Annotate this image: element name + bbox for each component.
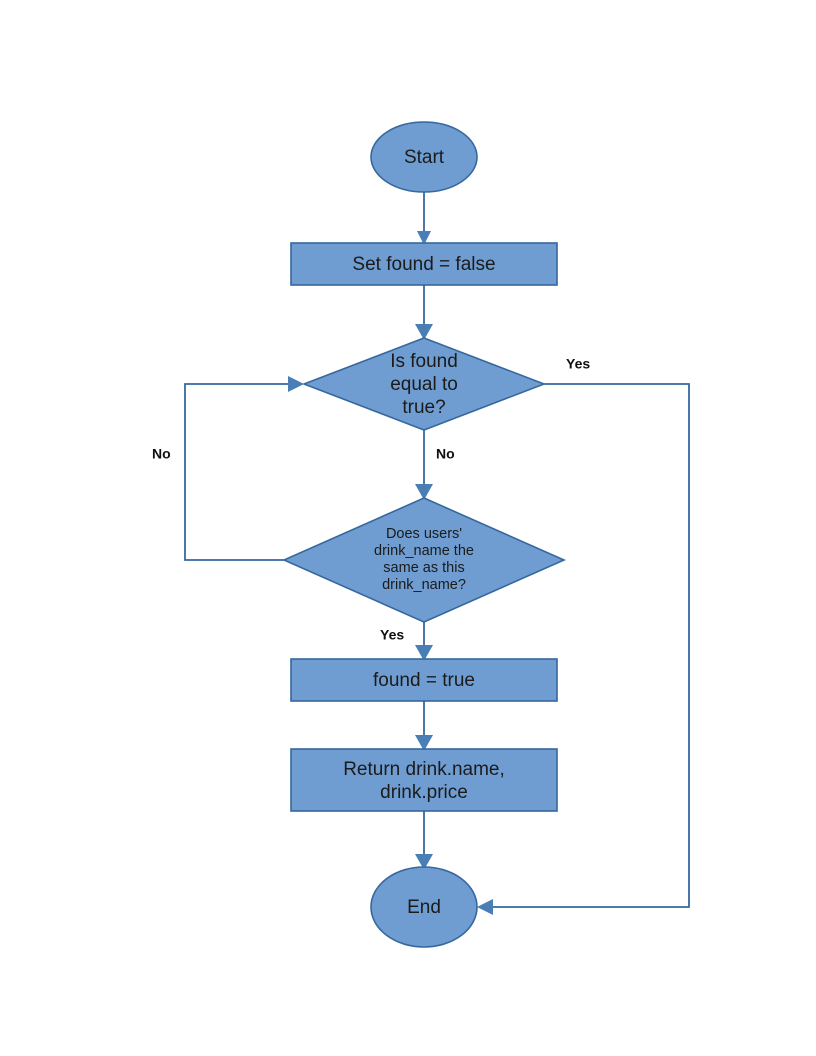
node-drink-name-match-label-line3: same as this xyxy=(383,560,464,576)
node-drink-name-match-label-line4: drink_name? xyxy=(382,577,466,593)
node-return-drink-label-line1: Return drink.name, xyxy=(343,759,505,780)
arrowhead-icon xyxy=(415,735,433,751)
edge-is-found-true-no-to-drink-name-match xyxy=(415,430,433,500)
edge-label-yes-right: Yes xyxy=(566,356,590,372)
node-drink-name-match-label-line1: Does users' xyxy=(386,526,462,542)
edge-start-to-set-found-false xyxy=(417,192,431,245)
node-start-label: Start xyxy=(404,147,445,168)
node-drink-name-match-label-line2: drink_name the xyxy=(374,543,474,559)
node-start[interactable]: Start xyxy=(370,121,478,193)
arrowhead-icon xyxy=(417,231,431,245)
node-end-label: End xyxy=(407,897,441,918)
node-end[interactable]: End xyxy=(370,866,478,948)
edge-label-layer: Yes No No Yes xyxy=(152,356,590,643)
arrowhead-icon xyxy=(288,376,304,392)
edge-layer xyxy=(184,192,690,915)
edge-label-yes-bottom: Yes xyxy=(380,627,404,643)
node-set-found-false[interactable]: Set found = false xyxy=(290,242,558,286)
edge-is-found-true-yes-to-end xyxy=(477,383,690,915)
node-is-found-true[interactable]: Is found equal to true? xyxy=(301,337,547,431)
set-found-false-rect[interactable] xyxy=(290,242,558,286)
node-is-found-true-label-line1: Is found xyxy=(390,351,458,372)
arrowhead-icon xyxy=(477,899,493,915)
edge-drink-name-match-no-to-is-found-true xyxy=(184,376,304,561)
node-return-drink[interactable]: Return drink.name, drink.price xyxy=(290,748,558,812)
edge-label-no-left: No xyxy=(152,446,171,462)
end-ellipse[interactable] xyxy=(370,866,478,948)
edge-set-found-false-to-is-found-true xyxy=(415,285,433,340)
node-is-found-true-label-line3: true? xyxy=(402,397,445,418)
node-layer: Start Set found = false Is found equal t… xyxy=(282,121,566,948)
node-return-drink-label-line2: drink.price xyxy=(380,782,468,803)
edge-label-no-center: No xyxy=(436,446,455,462)
start-ellipse[interactable] xyxy=(370,121,478,193)
node-found-true[interactable]: found = true xyxy=(290,658,558,702)
edge-line xyxy=(487,383,690,908)
node-found-true-label: found = true xyxy=(373,670,475,691)
node-is-found-true-label-line2: equal to xyxy=(390,374,458,395)
arrowhead-icon xyxy=(415,854,433,870)
drink-name-match-diamond[interactable] xyxy=(282,497,566,623)
edge-found-true-to-return-drink xyxy=(415,701,433,751)
found-true-rect[interactable] xyxy=(290,658,558,702)
edge-return-drink-to-end xyxy=(415,811,433,870)
edge-line xyxy=(184,383,294,561)
arrowhead-icon xyxy=(415,484,433,500)
node-set-found-false-label: Set found = false xyxy=(352,254,495,275)
is-found-true-diamond[interactable] xyxy=(301,337,547,431)
return-drink-rect[interactable] xyxy=(290,748,558,812)
arrowhead-icon xyxy=(415,324,433,340)
node-drink-name-match[interactable]: Does users' drink_name the same as this … xyxy=(282,497,566,623)
edge-drink-name-match-yes-to-found-true xyxy=(415,622,433,661)
arrowhead-icon xyxy=(415,645,433,661)
